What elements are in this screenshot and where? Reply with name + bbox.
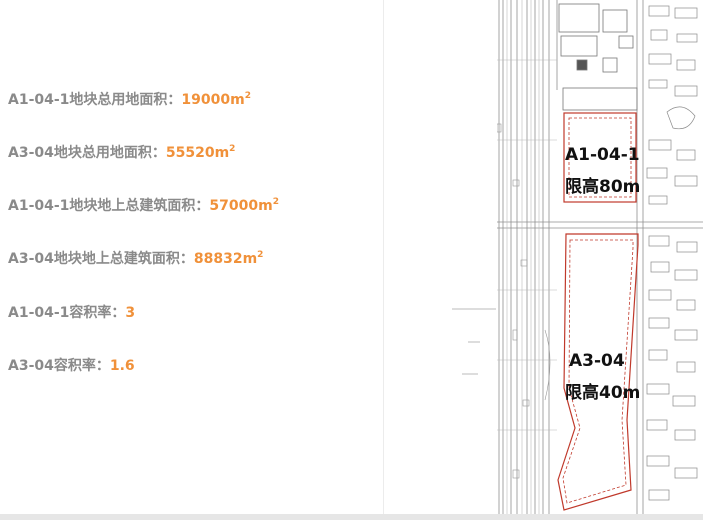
parcel-a1-code: A1-04-1: [565, 145, 640, 165]
map-annotation-marks: [452, 308, 499, 380]
stat-label: A3-04容积率：: [8, 358, 110, 374]
stat-a3-site-area: A3-04地块总用地面积：55520m2: [8, 142, 235, 162]
site-plan-drawing: [497, 0, 703, 514]
parcel-a3-height-limit: 限高40m: [565, 383, 641, 403]
stat-label: A1-04-1容积率：: [8, 305, 126, 321]
stat-a3-floor-area: A3-04地块地上总建筑面积：88832m2: [8, 248, 263, 268]
site-plan-map: A1-04-1 限高80m A3-04 限高40m: [497, 0, 703, 514]
parcel-a1-height-limit: 限高80m: [565, 177, 641, 197]
stat-a1-floor-area: A1-04-1地块地上总建筑面积：57000m2: [8, 195, 279, 215]
stat-label: A3-04地块总用地面积：: [8, 145, 166, 161]
panel-divider: [383, 0, 384, 514]
stat-label: A1-04-1地块总用地面积：: [8, 92, 182, 108]
stat-label: A3-04地块地上总建筑面积：: [8, 251, 194, 267]
stat-value: 19000m2: [181, 91, 251, 109]
stat-value: 1.6: [109, 358, 135, 374]
stat-value: 3: [125, 305, 136, 321]
stat-label: A1-04-1地块地上总建筑面积：: [8, 198, 210, 214]
stat-value: 57000m2: [209, 197, 279, 215]
bottom-scroll-strip: [0, 514, 703, 520]
stat-value: 88832m2: [193, 250, 264, 268]
stat-value: 55520m2: [165, 144, 236, 162]
parcel-a1-boundary: [563, 112, 637, 203]
stat-a1-site-area: A1-04-1地块总用地面积：19000m2: [8, 89, 251, 109]
stat-a3-plot-ratio: A3-04容积率：1.6: [8, 355, 135, 375]
stat-a1-plot-ratio: A1-04-1容积率：3: [8, 302, 135, 322]
parcel-a3-boundary: [557, 233, 639, 511]
parcel-a3-code: A3-04: [569, 351, 625, 371]
